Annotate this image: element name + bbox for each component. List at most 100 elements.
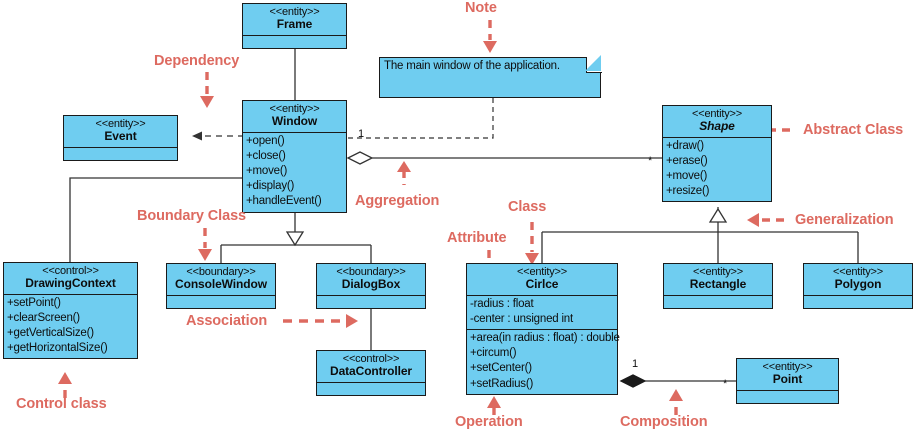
attribute-item: -radius : float — [470, 297, 534, 310]
class-stereotype: <<entity>> — [269, 6, 320, 18]
class-name: DialogBox — [341, 277, 401, 292]
class-header: <<entity>> Event — [64, 116, 177, 148]
class-header: <<entity>> Shape — [663, 106, 771, 138]
class-attributes-compartment — [664, 296, 772, 308]
class-name: Frame — [276, 17, 313, 32]
leader-composition — [669, 389, 683, 415]
operation-item: +handleEvent() — [246, 195, 322, 208]
class-name: DrawingContext — [25, 276, 116, 291]
class-stereotype: <<entity>> — [95, 118, 146, 130]
class-attributes-compartment — [167, 296, 275, 308]
annotation-note: Note — [465, 0, 497, 16]
class-attributes-compartment — [737, 391, 838, 403]
leader-operation — [487, 396, 501, 415]
leader-class — [525, 222, 539, 265]
dependency-window-to-event — [192, 131, 244, 141]
class-stereotype: <<control>> — [342, 353, 400, 365]
class-stereotype: <<entity>> — [762, 361, 813, 373]
class-attributes-compartment — [804, 296, 912, 308]
note-text: The main window of the application. — [384, 60, 560, 72]
composition-circle-to-point — [619, 374, 736, 388]
uml-class-event[interactable]: <<entity>> Event — [63, 115, 178, 161]
uml-class-shape[interactable]: <<entity>> Shape +draw() +erase() +move(… — [662, 105, 772, 203]
class-stereotype: <<entity>> — [517, 266, 567, 278]
class-header: <<entity>> Window — [243, 101, 346, 133]
uml-class-datacontroller[interactable]: <<control>> DataController — [316, 350, 426, 396]
operation-item: +setCenter() — [470, 362, 532, 375]
uml-class-dialogbox[interactable]: <<boundary>> DialogBox — [316, 263, 426, 309]
class-attributes-compartment — [317, 383, 425, 395]
class-header: <<boundary>> DialogBox — [317, 264, 425, 296]
class-name: Event — [104, 129, 137, 144]
class-stereotype: <<boundary>> — [336, 266, 406, 278]
uml-class-drawingcontext[interactable]: <<control>> DrawingContext +setPoint() +… — [3, 262, 138, 360]
class-name: Rectangle — [689, 277, 747, 292]
uml-class-point[interactable]: <<entity>> Point — [736, 358, 839, 404]
operation-item: +setPoint() — [7, 296, 61, 309]
leader-boundary-class — [198, 228, 212, 261]
attribute-item: -center : unsigned int — [470, 312, 573, 325]
class-name: Point — [772, 372, 803, 387]
multiplicity-window-aggregation: 1 — [358, 128, 365, 140]
class-header: <<entity>> Polygon — [804, 264, 912, 296]
note-fold-corner — [585, 55, 602, 73]
class-name: Window — [271, 114, 318, 129]
class-operations-compartment: +area(in radius : float) : double +circu… — [467, 330, 620, 394]
class-header: <<entity>> Cirlce — [467, 264, 617, 296]
uml-class-consolewindow[interactable]: <<boundary>> ConsoleWindow — [166, 263, 276, 309]
uml-class-window[interactable]: <<entity>> Window +open() +close() +move… — [242, 100, 347, 213]
leader-dependency — [200, 72, 214, 108]
operation-item: +move() — [666, 170, 708, 183]
uml-class-rectangle[interactable]: <<entity>> Rectangle — [663, 263, 773, 309]
uml-class-frame[interactable]: <<entity>> Frame — [242, 3, 347, 49]
class-attributes-compartment — [64, 148, 177, 160]
annotation-aggregation: Aggregation — [355, 193, 440, 209]
class-stereotype: <<entity>> — [833, 266, 883, 278]
uml-class-polygon[interactable]: <<entity>> Polygon — [803, 263, 913, 309]
annotation-generalization: Generalization — [795, 212, 894, 228]
annotation-boundary-class: Boundary Class — [137, 208, 246, 224]
class-operations-compartment: +open() +close() +move() +display() +han… — [243, 133, 346, 212]
operation-item: +draw() — [666, 139, 704, 152]
class-header: <<control>> DrawingContext — [4, 263, 137, 295]
annotation-abstract-class: Abstract Class — [803, 122, 904, 138]
multiplicity-circle-composition: 1 — [632, 358, 639, 370]
class-name: Cirlce — [525, 277, 559, 292]
operation-item: +setRadius() — [470, 377, 534, 390]
operation-item: +area(in radius : float) : double — [470, 332, 620, 345]
uml-class-circle[interactable]: <<entity>> Cirlce -radius : float -cente… — [466, 263, 620, 395]
class-header: <<control>> DataController — [317, 351, 425, 383]
operation-item: +close() — [246, 149, 286, 162]
class-name: Shape — [699, 119, 735, 134]
operation-item: +getHorizontalSize() — [7, 342, 108, 355]
class-attributes-compartment — [243, 36, 346, 48]
class-name: ConsoleWindow — [175, 277, 267, 292]
annotation-composition: Composition — [620, 414, 708, 430]
uml-note[interactable]: The main window of the application. — [379, 55, 602, 98]
annotation-dependency: Dependency — [154, 53, 240, 69]
class-stereotype: <<entity>> — [693, 266, 743, 278]
class-stereotype: <<entity>> — [692, 108, 742, 120]
annotation-operation: Operation — [455, 414, 523, 430]
operation-item: +circum() — [470, 347, 517, 360]
operation-item: +clearScreen() — [7, 311, 80, 324]
leader-generalization — [747, 213, 784, 227]
annotation-class: Class — [508, 199, 547, 215]
class-stereotype: <<control>> — [42, 265, 99, 277]
class-header: <<entity>> Point — [737, 359, 838, 391]
multiplicity-point-composition: * — [723, 378, 728, 390]
multiplicity-shape-aggregation: * — [648, 155, 653, 167]
leader-control-class — [58, 372, 72, 398]
annotation-control-class: Control class — [16, 396, 107, 412]
leader-association — [283, 314, 358, 328]
class-operations-compartment: +draw() +erase() +move() +resize() — [663, 138, 771, 202]
operation-item: +display() — [246, 180, 295, 193]
leader-note — [483, 20, 497, 53]
operation-item: +move() — [246, 165, 288, 178]
note-anchor-line — [345, 98, 494, 139]
class-stereotype: <<boundary>> — [186, 266, 256, 278]
operation-item: +getVerticalSize() — [7, 327, 94, 340]
class-attributes-compartment: -radius : float -center : unsigned int — [467, 296, 617, 331]
operation-item: +erase() — [666, 154, 708, 167]
